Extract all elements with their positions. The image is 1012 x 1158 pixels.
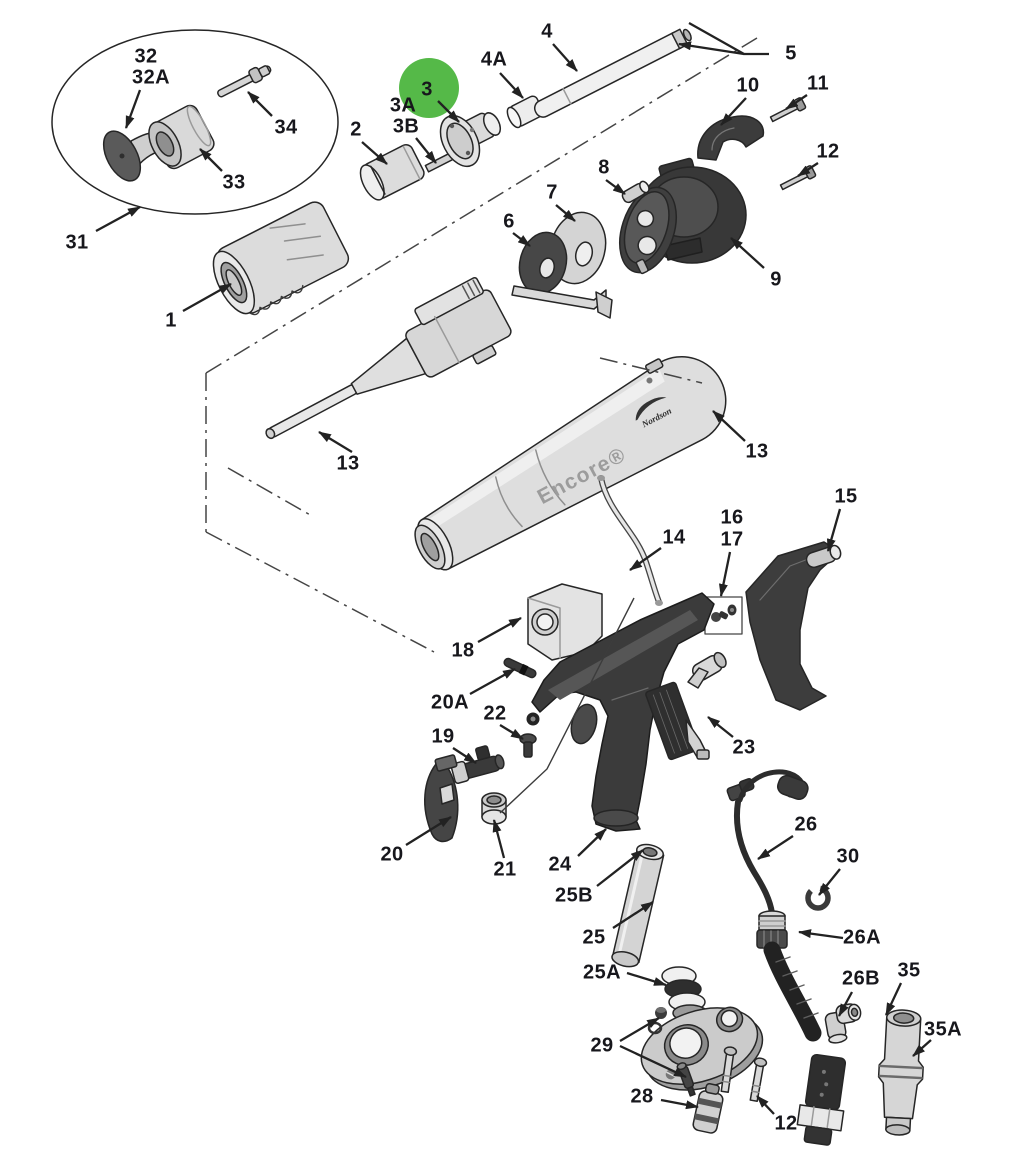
part-30-e-clip (804, 881, 831, 911)
part-12-screw-bottom-left (720, 1046, 738, 1093)
leader-arrow (720, 97, 747, 126)
part-18-flow-block (527, 583, 603, 661)
leader-arrow (660, 1098, 699, 1110)
part-20A-pin (503, 657, 537, 679)
part-13-outer-barrel: Encore® Nordson (414, 355, 727, 571)
leader-arrow (712, 410, 746, 442)
part-23-lever (645, 651, 727, 761)
part-35-adapter (877, 1009, 924, 1136)
leader-arrow (318, 431, 353, 453)
leader-arrow (247, 91, 273, 117)
leader-arrow (912, 1039, 932, 1057)
leader-arrow (95, 205, 141, 233)
part-34-electrode-pin (217, 65, 272, 98)
leader-arrow (707, 716, 734, 738)
part-26-cable (726, 769, 847, 1146)
leader-arrow (619, 1017, 660, 1042)
leader-arrow (629, 547, 662, 571)
leader-arrow (499, 724, 524, 740)
leader-arrow (730, 237, 765, 269)
leader-arrow (452, 747, 477, 764)
cable-gun-connector (796, 1053, 847, 1146)
leader-arrow (626, 971, 667, 987)
leader-arrow (612, 901, 654, 929)
leader-arrow (492, 819, 506, 859)
leader-arrow (818, 868, 841, 896)
construction-line (499, 597, 635, 814)
kit-31-ellipse (51, 29, 339, 215)
construction-line (227, 467, 313, 517)
part-28-fitting (692, 1082, 724, 1134)
leader-arrow (797, 162, 819, 177)
part-12-screw-bottom (749, 1057, 768, 1103)
leader-arrow (124, 89, 142, 129)
leader-arrow (826, 508, 842, 552)
leader-arrow (756, 1095, 775, 1115)
leader-arrow (718, 551, 732, 597)
leader-arrow (605, 179, 626, 195)
leader-arrow (199, 148, 223, 172)
part-3-highlight (399, 58, 459, 118)
part-22-screw (519, 733, 537, 758)
leader-arrow (512, 232, 531, 247)
leader-arrow (577, 828, 607, 857)
leader-arrow (678, 41, 745, 56)
part-10-clamp (697, 115, 765, 161)
part-14-tube (597, 475, 663, 606)
part-6-plate (511, 231, 613, 319)
leader-arrow (361, 141, 388, 165)
construction-line (205, 37, 758, 374)
leader-arrow (619, 1044, 687, 1079)
part-13-inner-assembly (265, 277, 512, 440)
leader-arrow (437, 100, 460, 123)
leader-arrow (555, 204, 576, 222)
leader-arrow (596, 849, 644, 887)
leader-arrow (469, 667, 516, 696)
part-33-nut (148, 104, 215, 170)
leader-arrow (785, 94, 808, 110)
leader-arrow (757, 835, 794, 860)
leader-arrow (415, 137, 437, 164)
construction-line (205, 531, 435, 653)
leader-arrow (477, 616, 522, 644)
leader-arrow (798, 929, 844, 940)
leader-arrow (499, 72, 524, 99)
leader-arrow (182, 282, 232, 313)
part-25-tube (611, 843, 665, 968)
handle-assembly (526, 592, 715, 832)
leader-arrow (837, 991, 854, 1017)
construction-line (599, 357, 703, 384)
leader-arrow (405, 816, 452, 846)
part-8-gasket-plate (619, 180, 677, 275)
leader-arrow (884, 982, 903, 1016)
leader-arrow (552, 43, 578, 72)
